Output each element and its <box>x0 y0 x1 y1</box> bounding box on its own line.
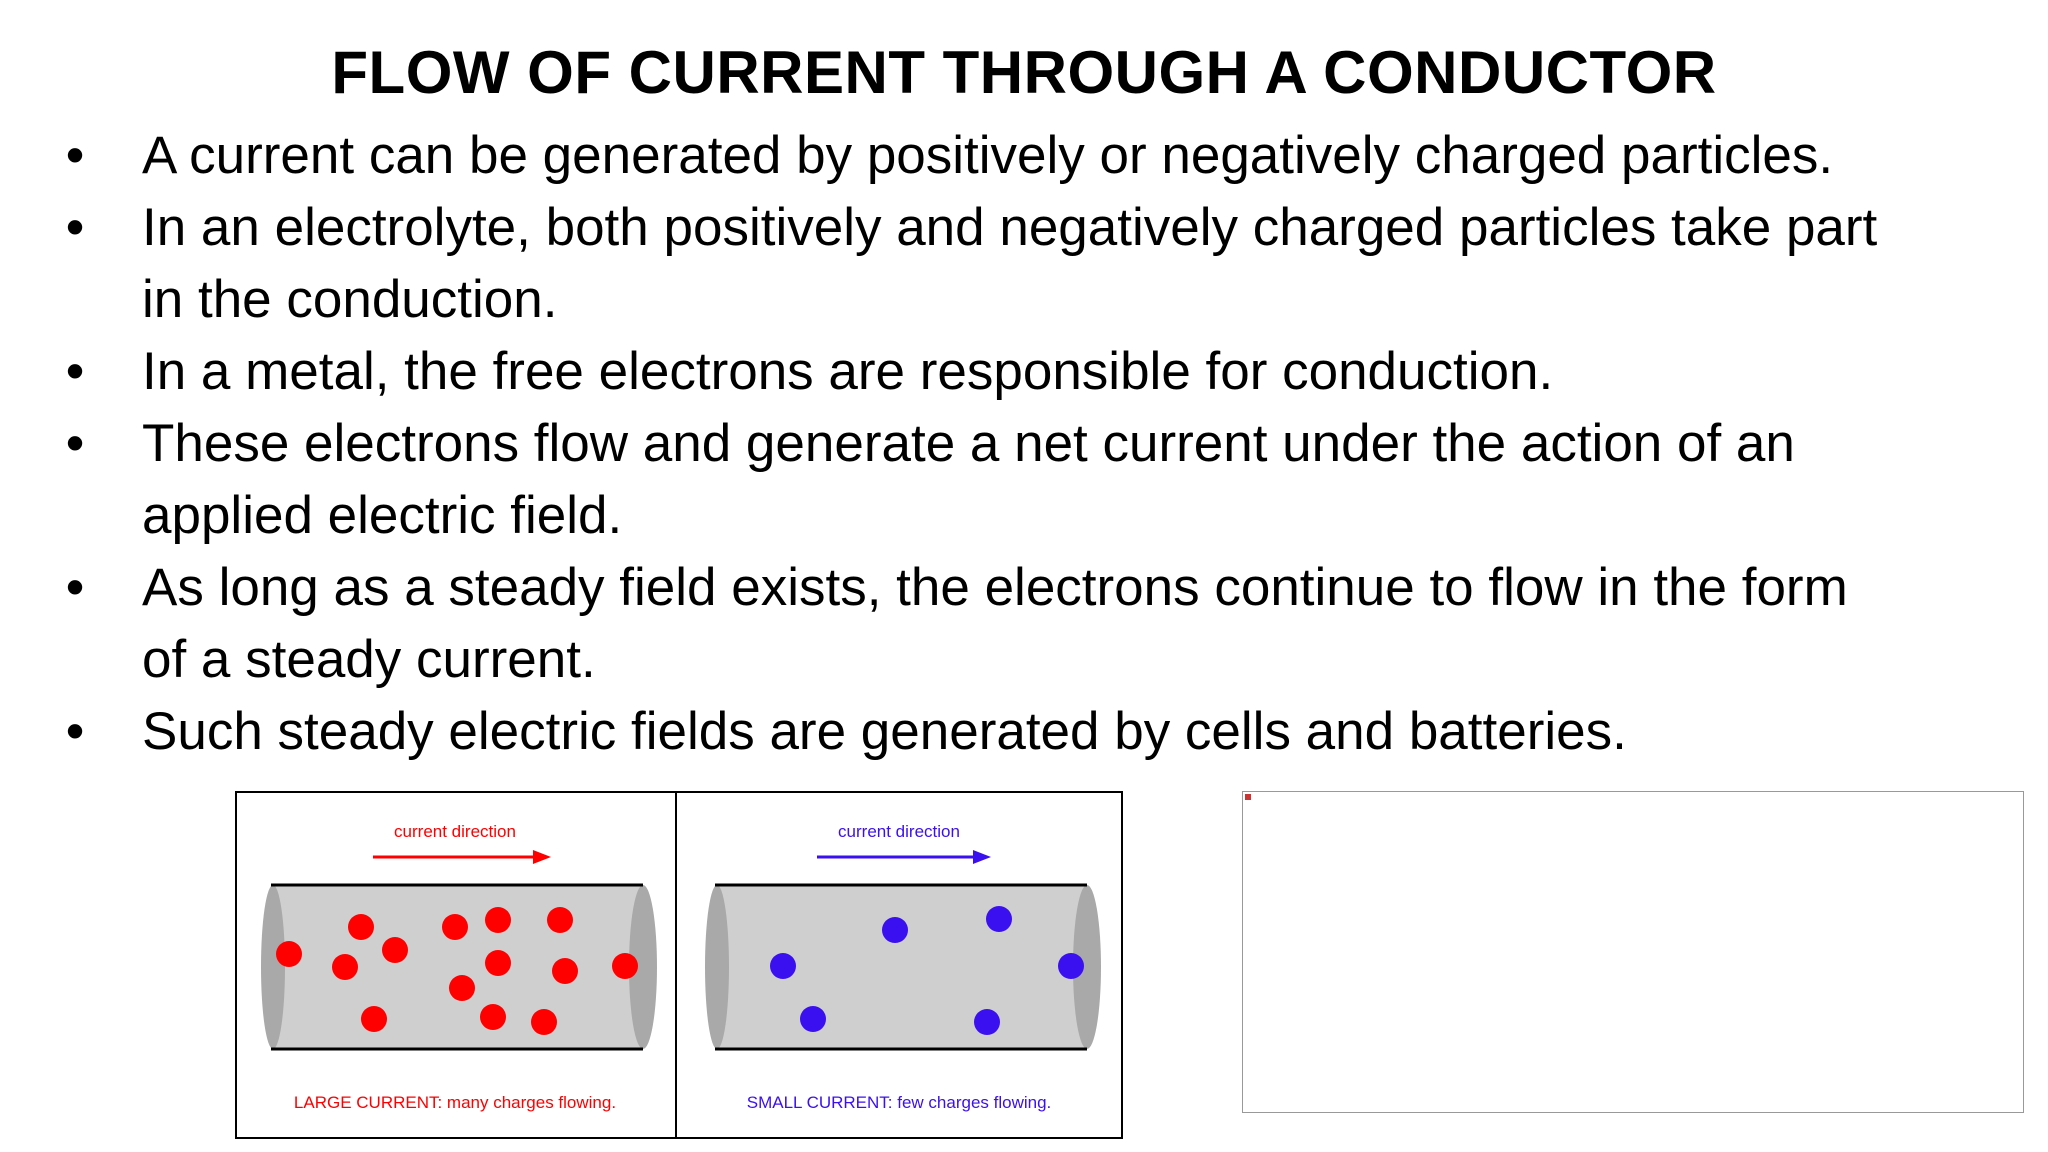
charge-particle <box>547 907 573 933</box>
current-direction-arrow <box>373 850 551 864</box>
charge-particle <box>361 1006 387 1032</box>
current-direction-arrow <box>817 850 991 864</box>
conductor-cylinder <box>705 883 1101 1051</box>
bullet-text-line: applied electric field. <box>142 486 623 545</box>
charge-particles <box>276 907 638 1035</box>
bullet-list: • A current can be generated by positive… <box>60 120 1990 768</box>
charge-particle <box>1058 953 1084 979</box>
current-direction-label: current direction <box>394 822 516 841</box>
bullet-text-line: in the conduction. <box>142 270 558 329</box>
bullet-text-line: As long as a steady field exists, the el… <box>142 558 1848 617</box>
charge-particle <box>882 917 908 943</box>
charge-particle <box>770 953 796 979</box>
bullet-text-line: In a metal, the free electrons are respo… <box>142 342 1554 401</box>
large-current-panel: current direction <box>237 793 677 1137</box>
figure-caption: LARGE CURRENT: many charges flowing. <box>294 1093 616 1112</box>
charge-particle <box>348 914 374 940</box>
charge-particles <box>770 906 1084 1035</box>
bullet-item: • As long as a steady field exists, the … <box>60 552 1990 696</box>
slide-title: FLOW OF CURRENT THROUGH A CONDUCTOR <box>331 39 1717 106</box>
charge-particle <box>442 914 468 940</box>
charge-particle <box>449 975 475 1001</box>
current-direction-label: current direction <box>838 822 960 841</box>
large-current-diagram: current direction <box>261 822 657 1112</box>
bullet-text-line: of a steady current. <box>142 630 596 689</box>
charge-particle <box>800 1006 826 1032</box>
charge-particle <box>382 937 408 963</box>
charge-particle <box>276 941 302 967</box>
charge-particle <box>531 1009 557 1035</box>
bullet-text-line: A current can be generated by positively… <box>142 126 1834 185</box>
bullet-dot: • <box>65 198 85 257</box>
embedded-frame <box>1242 791 2024 1113</box>
charge-particle <box>552 958 578 984</box>
bullet-text-line: Such steady electric fields are generate… <box>142 702 1627 761</box>
charge-particle <box>480 1004 506 1030</box>
bullet-item: • In an electrolyte, both positively and… <box>60 192 1990 336</box>
charge-particle <box>332 954 358 980</box>
bullet-item: • These electrons flow and generate a ne… <box>60 408 1990 552</box>
small-current-diagram: current direction <box>705 822 1101 1112</box>
bullet-item: • In a metal, the free electrons are res… <box>60 336 1990 408</box>
frame-corner-icon <box>1245 794 1251 800</box>
charge-particle <box>612 953 638 979</box>
bullet-dot: • <box>65 558 85 617</box>
charge-particle <box>986 906 1012 932</box>
bullet-dot: • <box>65 342 85 401</box>
bullet-dot: • <box>65 126 85 185</box>
charge-particle <box>485 907 511 933</box>
conductor-cylinder <box>261 883 657 1051</box>
charge-particle <box>485 950 511 976</box>
bullet-text-line: In an electrolyte, both positively and n… <box>142 198 1878 257</box>
bullet-dot: • <box>65 414 85 473</box>
current-flow-figure: current direction <box>235 791 1123 1139</box>
figure-caption: SMALL CURRENT: few charges flowing. <box>747 1093 1052 1112</box>
bullet-dot: • <box>65 702 85 761</box>
bullet-item: • A current can be generated by positive… <box>60 120 1990 192</box>
small-current-panel: current direction <box>677 793 1123 1137</box>
bullet-text-line: These electrons flow and generate a net … <box>142 414 1795 473</box>
bullet-item: • Such steady electric fields are genera… <box>60 696 1990 768</box>
charge-particle <box>974 1009 1000 1035</box>
